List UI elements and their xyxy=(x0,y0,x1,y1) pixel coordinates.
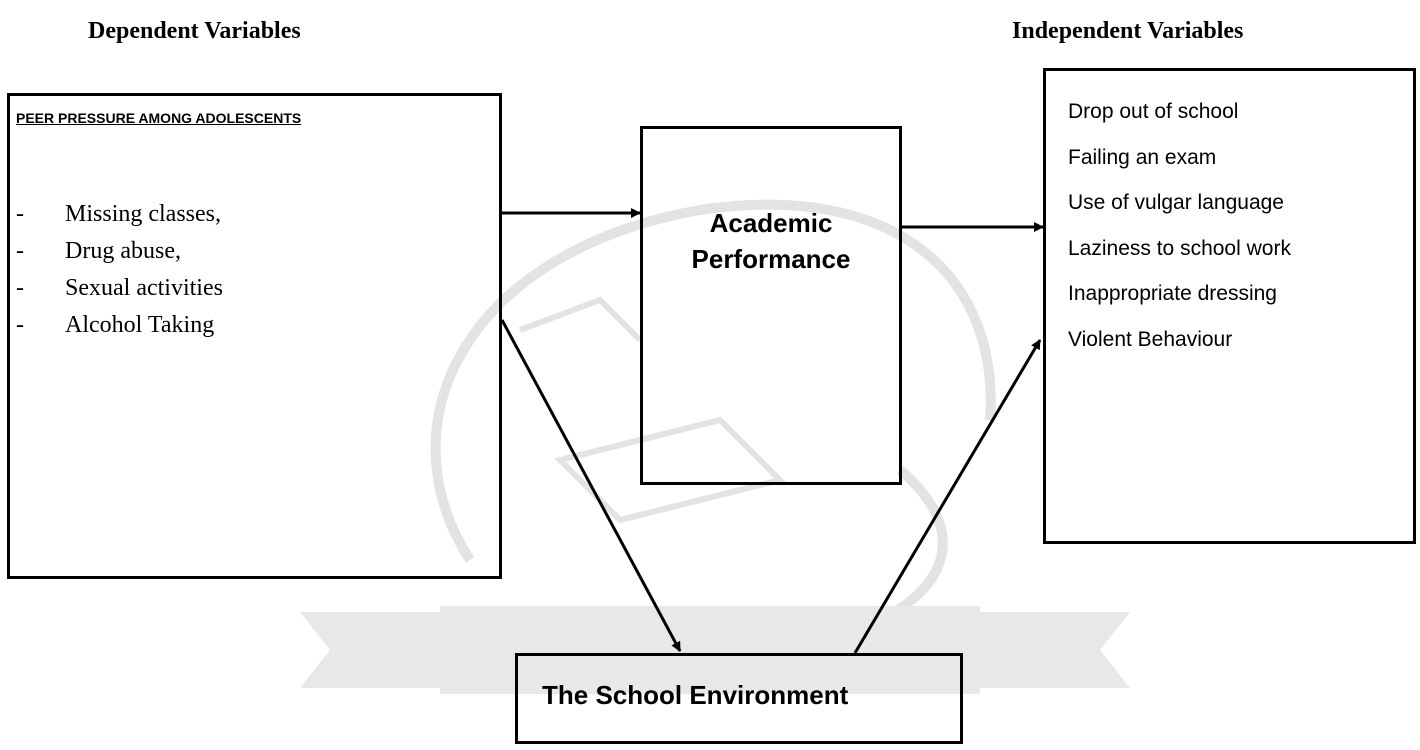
school-environment-box: The School Environment xyxy=(515,653,963,744)
list-item: Laziness to school work xyxy=(1068,236,1291,260)
peer-pressure-title: PEER PRESSURE AMONG ADOLESCENTS xyxy=(16,110,302,126)
academic-performance-label: Academic Performance xyxy=(643,205,899,277)
list-item-text: Missing classes, xyxy=(65,201,221,227)
list-item: - Sexual activities xyxy=(10,270,223,307)
dash-bullet: - xyxy=(16,238,24,264)
dash-bullet: - xyxy=(16,275,24,301)
list-item: - Missing classes, xyxy=(10,196,223,233)
dash-bullet: - xyxy=(16,201,24,227)
list-item: Inappropriate dressing xyxy=(1068,282,1277,305)
list-item-text: Alcohol Taking xyxy=(65,312,215,338)
arrow-peer-to-environment xyxy=(500,319,682,652)
list-item: Failing an exam xyxy=(1068,145,1217,169)
school-environment-label: The School Environment xyxy=(542,680,849,710)
list-item: Use of vulgar language xyxy=(1068,191,1284,214)
dash-bullet: - xyxy=(16,312,24,338)
peer-pressure-box: PEER PRESSURE AMONG ADOLESCENTS - Missing… xyxy=(7,93,502,579)
list-item: - Drug abuse, xyxy=(10,233,223,270)
academic-label-line2: Performance xyxy=(691,244,851,274)
arrow-environment-to-outcomes xyxy=(853,339,1042,654)
list-item-text: Sexual activities xyxy=(65,275,223,301)
peer-pressure-list: - Missing classes, - Drug abuse, - Sexual a… xyxy=(10,196,223,344)
academic-performance-box: Academic Performance xyxy=(640,126,902,485)
outcomes-box: Drop out of school Failing an exam Use o… xyxy=(1043,68,1416,544)
academic-label-line1: Academic xyxy=(709,208,833,238)
list-item: Drop out of school xyxy=(1068,100,1239,123)
independent-variables-heading: Independent Variables xyxy=(1012,18,1244,44)
outcomes-list: Drop out of school Failing an exam Use o… xyxy=(1068,89,1291,362)
list-item: - Alcohol Taking xyxy=(10,307,223,344)
dependent-variables-heading: Dependent Variables xyxy=(88,18,301,44)
list-item-text: Drug abuse, xyxy=(65,238,181,264)
list-item: Violent Behaviour xyxy=(1068,327,1233,351)
